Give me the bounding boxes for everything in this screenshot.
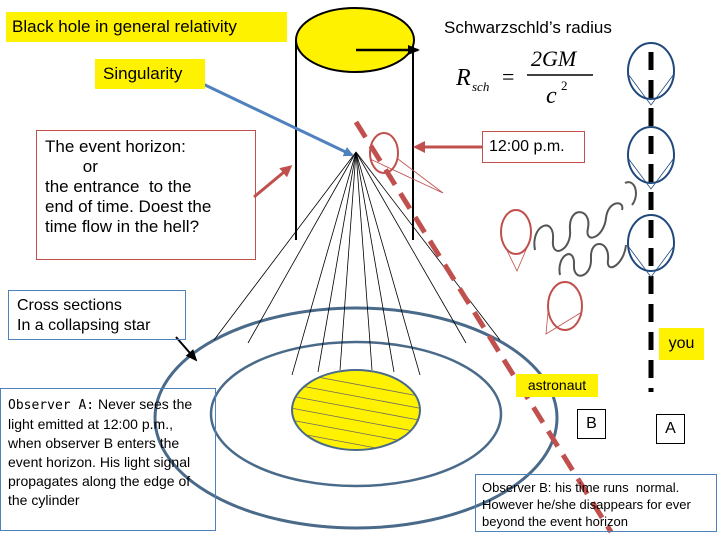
time-label: 12:00 p.m. bbox=[482, 131, 585, 163]
observer-cone-3 bbox=[627, 214, 675, 272]
observer-a-heading: Observer A: bbox=[8, 398, 95, 413]
astronaut-label: astronaut bbox=[516, 374, 598, 397]
formula-denominator: c bbox=[546, 83, 557, 109]
astronaut-worldline bbox=[353, 120, 614, 534]
cross-section-middle bbox=[209, 340, 503, 488]
light-wave-1 bbox=[533, 202, 624, 252]
astronaut-cone-2 bbox=[500, 209, 532, 255]
title-label: Black hole in general relativity bbox=[6, 12, 287, 42]
formula-denominator-exp: 2 bbox=[561, 78, 568, 93]
astronaut-cone-3 bbox=[547, 281, 583, 331]
observer-a-text: Never sees the light emitted at 12:00 p.… bbox=[8, 396, 193, 508]
cross-sections-label: Cross sections In a collapsing star bbox=[8, 290, 186, 340]
singularity-arrow bbox=[202, 82, 354, 157]
event-horizon-cylinder bbox=[295, 7, 420, 240]
astronaut-light-cones bbox=[369, 132, 583, 335]
schwarzschild-formula: R sch = 2GM c 2 bbox=[455, 46, 593, 109]
singularity-label: Singularity bbox=[95, 59, 205, 89]
inner-core-hatching bbox=[292, 370, 420, 450]
observer-cone-2 bbox=[627, 126, 675, 184]
formula-lhs-sub: sch bbox=[472, 79, 489, 94]
cross-section-arrow bbox=[175, 336, 198, 362]
observer-a-light-cones bbox=[627, 42, 675, 278]
event-horizon-note: The event horizon: or the entrance to th… bbox=[36, 130, 256, 260]
schwarzschild-label: Schwarzschld’s radius bbox=[444, 18, 612, 37]
astronaut-cone-1 bbox=[369, 132, 399, 174]
b-label: B bbox=[577, 409, 606, 439]
a-label: A bbox=[656, 414, 685, 444]
observer-b-note: Observer B: his time runs normal. Howeve… bbox=[475, 474, 717, 532]
event-horizon-arrow bbox=[253, 165, 293, 199]
you-label: you bbox=[659, 328, 704, 360]
light-signal-waves bbox=[533, 181, 637, 277]
cylinder-top bbox=[295, 7, 415, 73]
formula-numerator: 2GM bbox=[531, 46, 578, 71]
formula-equals: = bbox=[502, 64, 514, 89]
formula-lhs: R bbox=[455, 65, 471, 91]
light-wave-3 bbox=[624, 181, 637, 206]
observer-cone-1 bbox=[627, 42, 675, 100]
light-cone-lines bbox=[213, 151, 501, 376]
cross-section-inner bbox=[291, 369, 421, 451]
cross-section-outer bbox=[153, 306, 559, 530]
observer-a-note: Observer A: Never sees the light emitted… bbox=[0, 388, 216, 531]
light-wave-2 bbox=[558, 243, 627, 277]
